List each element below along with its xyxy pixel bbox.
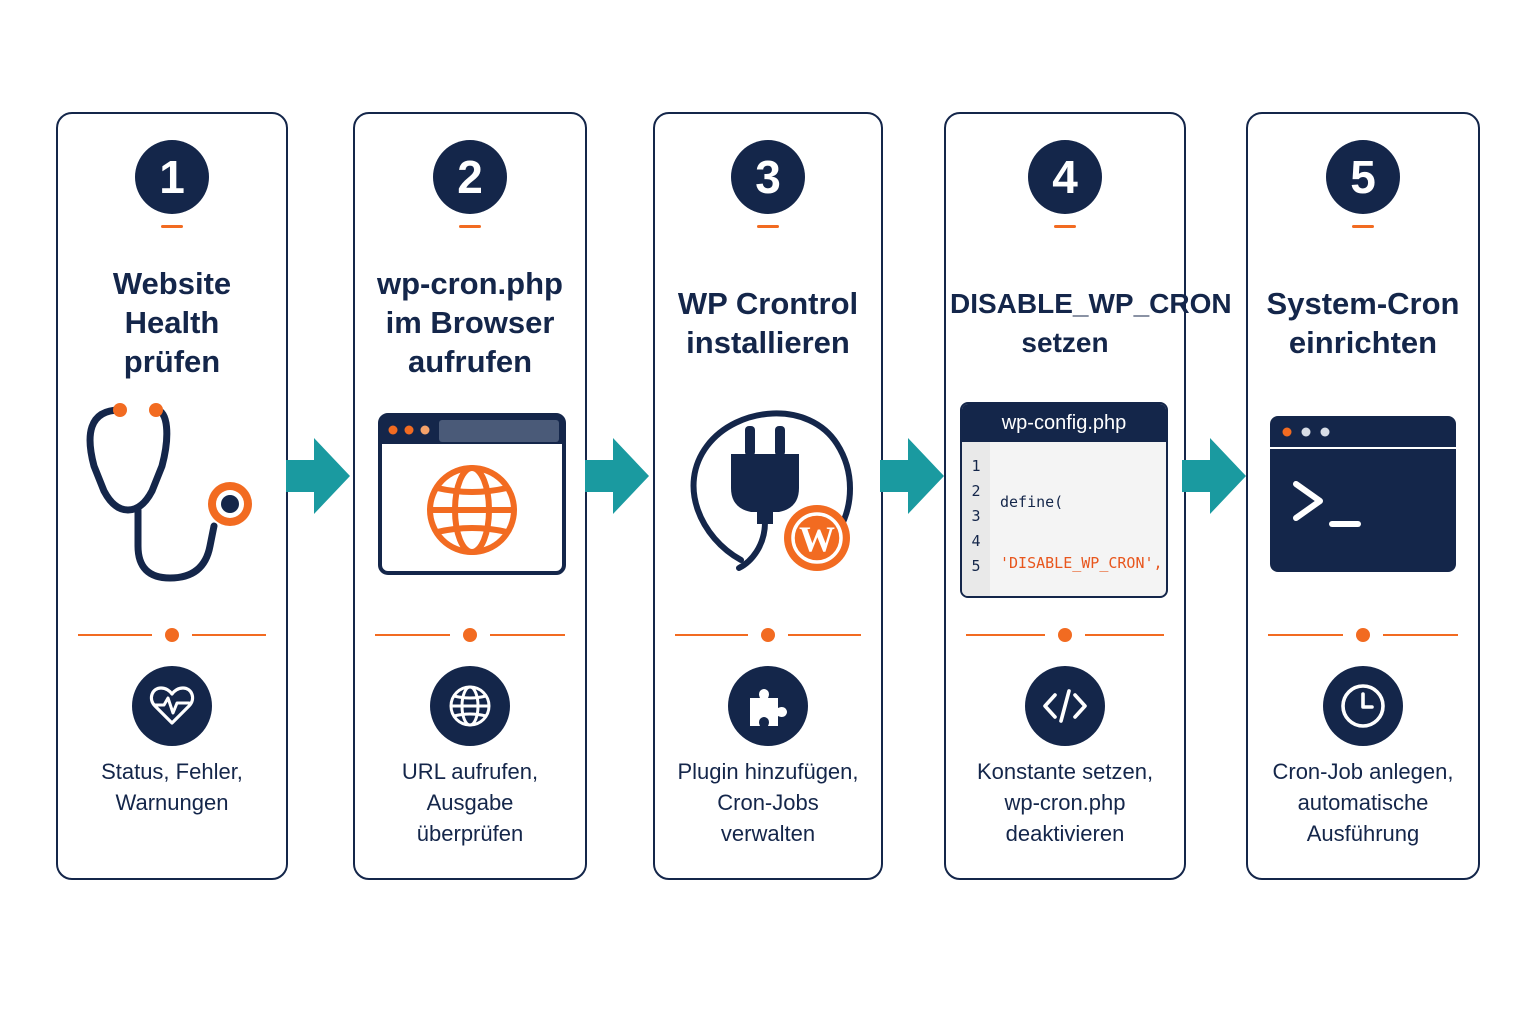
globe-icon xyxy=(430,666,510,746)
arrow-right-icon xyxy=(585,438,649,514)
step-title: DISABLE_WP_CRON setzen xyxy=(950,288,1232,358)
step-title: Website Health prüfen xyxy=(112,266,232,379)
line-number: 3 xyxy=(971,507,981,525)
puzzle-icon xyxy=(728,666,808,746)
svg-text:W: W xyxy=(799,519,835,559)
step-card-1: 1 Website Health prüfen Status, Fehler, … xyxy=(56,112,288,880)
arrow-right-icon xyxy=(1182,438,1246,514)
code-filename: wp-config.php xyxy=(962,404,1166,442)
code-line: define( xyxy=(1000,493,1064,511)
step-card-5: 5 System-Cron einrichten Cron-Job anlege… xyxy=(1246,112,1480,880)
accent-dash xyxy=(1054,225,1076,228)
step-description: Cron-Job anlegen, automatische Ausführun… xyxy=(1272,759,1454,846)
line-numbers: 1 2 3 4 5 xyxy=(962,442,990,596)
stethoscope-icon xyxy=(86,403,252,582)
separator xyxy=(675,622,861,648)
code-icon xyxy=(1025,666,1105,746)
step-number-badge: 5 xyxy=(1326,140,1400,214)
line-number: 2 xyxy=(971,482,981,500)
step-card-4: 4 DISABLE_WP_CRON setzen wp-config.php 1… xyxy=(944,112,1232,880)
step-number-badge: 4 xyxy=(1028,140,1102,214)
separator xyxy=(375,622,565,648)
line-number: 5 xyxy=(971,557,981,575)
plug-wordpress-icon: W xyxy=(690,410,853,571)
separator xyxy=(78,622,266,648)
step-title: WP Crontrol installieren xyxy=(677,286,859,360)
step-card-2: 2 wp-cron.php im Browser aufrufen xyxy=(353,112,587,880)
line-number: 1 xyxy=(971,457,981,475)
step-title: System-Cron einrichten xyxy=(1266,286,1460,360)
step-number-badge: 1 xyxy=(135,140,209,214)
step-description: Konstante setzen, wp-cron.php deaktivier… xyxy=(976,759,1154,846)
heart-pulse-icon xyxy=(132,666,212,746)
step-number-badge: 3 xyxy=(731,140,805,214)
terminal-icon xyxy=(1270,416,1456,572)
clock-icon xyxy=(1323,666,1403,746)
step-card-3: 3 WP Crontrol installieren W Plugin hinz… xyxy=(653,112,883,880)
code-window: wp-config.php 1 2 3 4 5 define( 'DISABLE… xyxy=(960,402,1168,598)
step-description: Status, Fehler, Warnungen xyxy=(101,759,243,815)
step-number-badge: 2 xyxy=(433,140,507,214)
line-number: 4 xyxy=(971,532,981,550)
accent-dash xyxy=(459,225,481,228)
step-title: wp-cron.php im Browser aufrufen xyxy=(377,266,563,379)
accent-dash xyxy=(1352,225,1374,228)
step-description: Plugin hinzufügen, Cron-Jobs verwalten xyxy=(677,759,859,846)
separator xyxy=(1268,622,1458,648)
accent-dash xyxy=(161,225,183,228)
arrow-right-icon xyxy=(880,438,944,514)
accent-dash xyxy=(757,225,779,228)
arrow-right-icon xyxy=(286,438,350,514)
code-lines: define( 'DISABLE_WP_CRON', true ); xyxy=(990,442,1163,596)
separator xyxy=(966,622,1164,648)
code-line: 'DISABLE_WP_CRON', xyxy=(1000,554,1163,572)
step-description: URL aufrufen, Ausgabe überprüfen xyxy=(401,759,539,846)
browser-globe-icon xyxy=(378,413,566,575)
